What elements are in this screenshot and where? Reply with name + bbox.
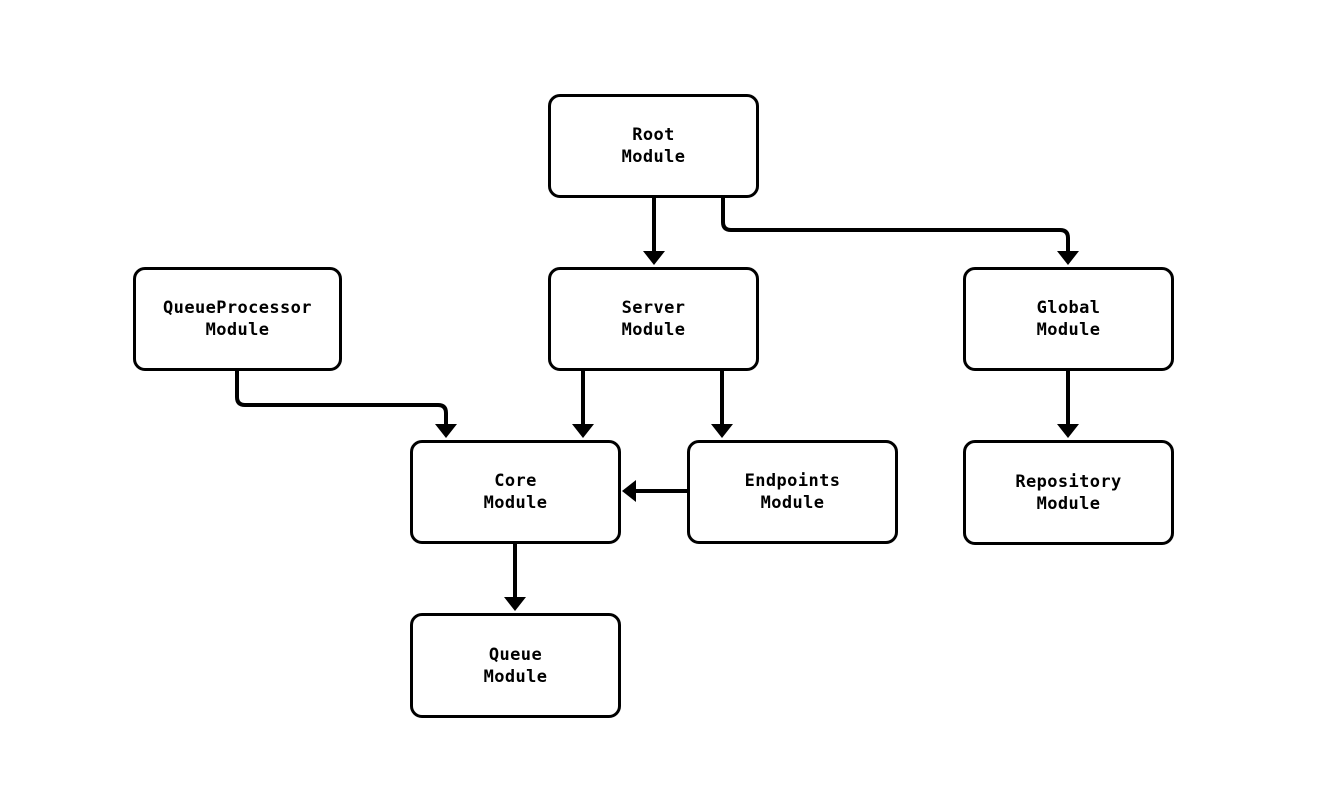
node-label-queueprocessor: QueueProcessor Module xyxy=(163,298,312,340)
arrowhead-endpoints-to-core xyxy=(622,480,636,502)
arrowhead-queueprocessor-to-core xyxy=(435,424,457,438)
node-label-core: Core Module xyxy=(483,471,548,513)
edge-queueprocessor-to-core xyxy=(235,371,448,427)
node-global[interactable]: Global Module xyxy=(963,267,1174,371)
arrowhead-root-to-global xyxy=(1057,251,1079,265)
node-label-server: Server Module xyxy=(621,298,686,340)
node-server[interactable]: Server Module xyxy=(548,267,759,371)
arrowhead-root-to-server xyxy=(643,251,665,265)
arrowhead-server-to-endpoints xyxy=(711,424,733,438)
edge-root-to-global xyxy=(721,198,1070,254)
node-label-global: Global Module xyxy=(1036,298,1101,340)
node-label-endpoints: Endpoints Module xyxy=(744,471,841,513)
node-endpoints[interactable]: Endpoints Module xyxy=(687,440,898,544)
node-label-queue: Queue Module xyxy=(483,644,548,687)
node-queue[interactable]: Queue Module xyxy=(410,613,621,718)
arrowhead-core-to-queue xyxy=(504,597,526,611)
node-root[interactable]: Root Module xyxy=(548,94,759,198)
node-label-repository: Repository Module xyxy=(1015,471,1122,514)
node-queueprocessor[interactable]: QueueProcessor Module xyxy=(133,267,342,371)
node-repository[interactable]: Repository Module xyxy=(963,440,1174,545)
arrowhead-global-to-repository xyxy=(1057,424,1079,438)
node-label-root: Root Module xyxy=(621,125,686,167)
arrowhead-server-to-core xyxy=(572,424,594,438)
node-core[interactable]: Core Module xyxy=(410,440,621,544)
